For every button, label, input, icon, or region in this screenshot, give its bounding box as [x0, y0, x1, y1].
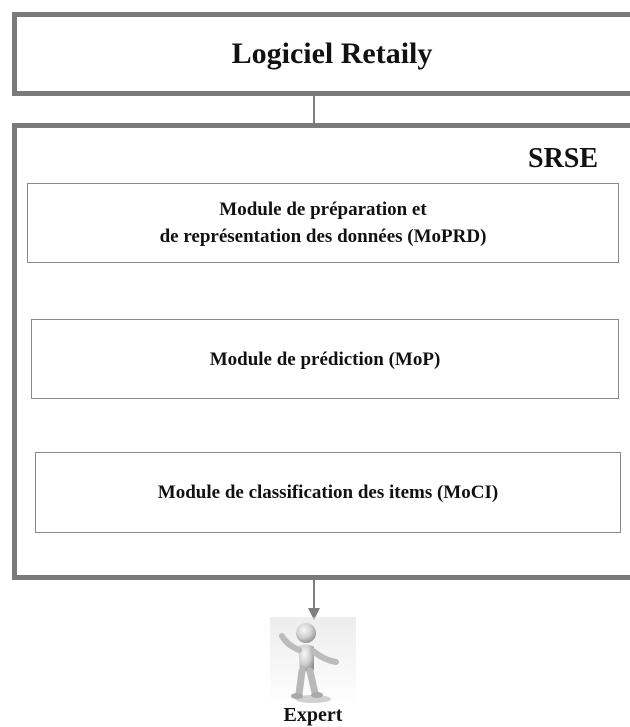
module-classification-label: Module de classification des items (MoCI… — [157, 482, 499, 503]
software-box: Logiciel Retaily — [12, 12, 630, 96]
person-3d-icon — [270, 617, 356, 707]
module-prediction: Module de prédiction (MoP) — [31, 319, 619, 399]
module-preparation-line1: Module de préparation et — [219, 199, 427, 220]
system-label: SRSE — [528, 143, 599, 174]
module-preparation: Module de préparation et de représentati… — [27, 183, 619, 263]
expert-label: Expert — [283, 704, 343, 726]
software-label: Logiciel Retaily — [231, 37, 433, 70]
module-preparation-line2: de représentation des données (MoPRD) — [159, 226, 487, 247]
module-prediction-label: Module de prédiction (MoP) — [209, 348, 441, 370]
module-classification: Module de classification des items (MoCI… — [35, 452, 621, 533]
